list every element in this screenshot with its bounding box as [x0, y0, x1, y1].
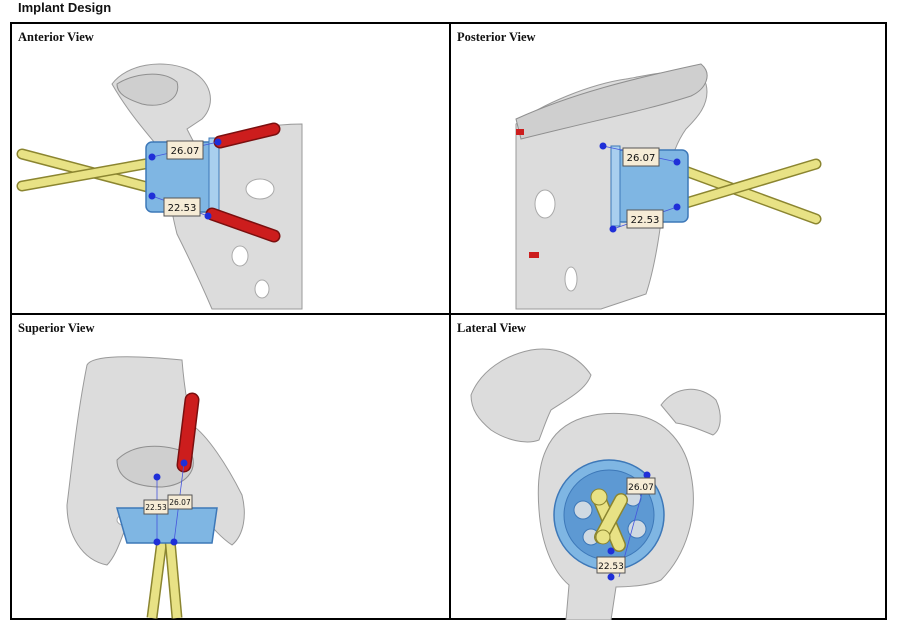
marker-point [673, 203, 681, 211]
measurement-label: 22.53 [631, 215, 660, 226]
screw-rod [662, 160, 820, 213]
marker-point [180, 459, 188, 467]
implant-hole [627, 519, 647, 539]
acromion-bone [116, 73, 179, 106]
peg-rod [207, 209, 279, 241]
marker-point [153, 473, 161, 481]
bone-hole [534, 189, 556, 219]
screw-rod [148, 539, 166, 619]
measurement-label-box [626, 209, 664, 229]
measurement-label: 22.53 [598, 562, 624, 572]
peg-fragment [516, 129, 524, 135]
marker-point [214, 138, 222, 146]
marker-point [643, 471, 651, 479]
panel-title-lateral: Lateral View [457, 321, 527, 335]
marker-point [607, 573, 615, 581]
panel-title-anterior: Anterior View [18, 30, 94, 44]
implant-rim [208, 137, 220, 217]
marker-point [170, 538, 178, 546]
implant-hole [573, 500, 593, 520]
marker-point [599, 142, 607, 150]
superior-viewport[interactable]: 22.53 26.07 [12, 315, 449, 620]
measurement-label-box [167, 494, 193, 510]
marker-point [609, 225, 617, 233]
marker-point [607, 547, 615, 555]
bone-hole [245, 178, 275, 200]
peg-rod [215, 124, 279, 147]
measurement-label-box [626, 477, 656, 495]
marker-point [148, 192, 156, 200]
superior-view-panel[interactable]: Superior View 22.53 26.07 [12, 315, 449, 620]
screw-head [590, 488, 608, 506]
measurement-label-box [596, 556, 626, 574]
marker-point [153, 538, 161, 546]
peg-rod [178, 394, 198, 471]
measurement-label: 26.07 [169, 498, 191, 507]
measurement-label: 26.07 [171, 146, 200, 157]
screw-rod [166, 539, 181, 619]
measurement-label: 22.53 [145, 503, 167, 512]
bone-hole [254, 279, 270, 299]
vertical-divider [449, 24, 451, 618]
posterior-viewport[interactable]: 26.07 22.53 [451, 24, 889, 313]
acromion-bone [470, 348, 592, 443]
measurement-label: 26.07 [628, 483, 654, 493]
measurement-label-box [163, 197, 201, 217]
marker-point [148, 153, 156, 161]
coracoid-bone [116, 445, 194, 488]
anterior-view-panel[interactable]: Anterior View 26.07 22 [12, 24, 449, 313]
screw-head [595, 529, 611, 545]
implant-rim [610, 145, 621, 227]
lateral-viewport[interactable]: 26.07 22.53 [451, 315, 889, 620]
spine-bone [515, 63, 708, 140]
marker-point [673, 158, 681, 166]
posterior-view-panel[interactable]: Posterior View 26.07 22.53 [451, 24, 889, 313]
measurement-label-box [166, 140, 204, 160]
marker-point [204, 212, 212, 220]
peg-fragment [529, 252, 539, 258]
app-title: Implant Design [18, 0, 112, 15]
measurement-label: 26.07 [627, 153, 656, 164]
bone-hole [564, 266, 578, 292]
lateral-view-panel[interactable]: Lateral View 26.07 22.53 [451, 315, 889, 620]
horizontal-divider [12, 313, 885, 315]
anterior-viewport[interactable]: 26.07 22.53 [12, 24, 449, 313]
measurement-label: 22.53 [168, 203, 197, 214]
panel-title-superior: Superior View [18, 321, 95, 335]
measurement-label-box [622, 147, 660, 167]
bone-hole [231, 245, 249, 267]
view-grid: Anterior View 26.07 22 [10, 22, 887, 620]
panel-title-posterior: Posterior View [457, 30, 536, 44]
coracoid-bone [660, 388, 721, 436]
